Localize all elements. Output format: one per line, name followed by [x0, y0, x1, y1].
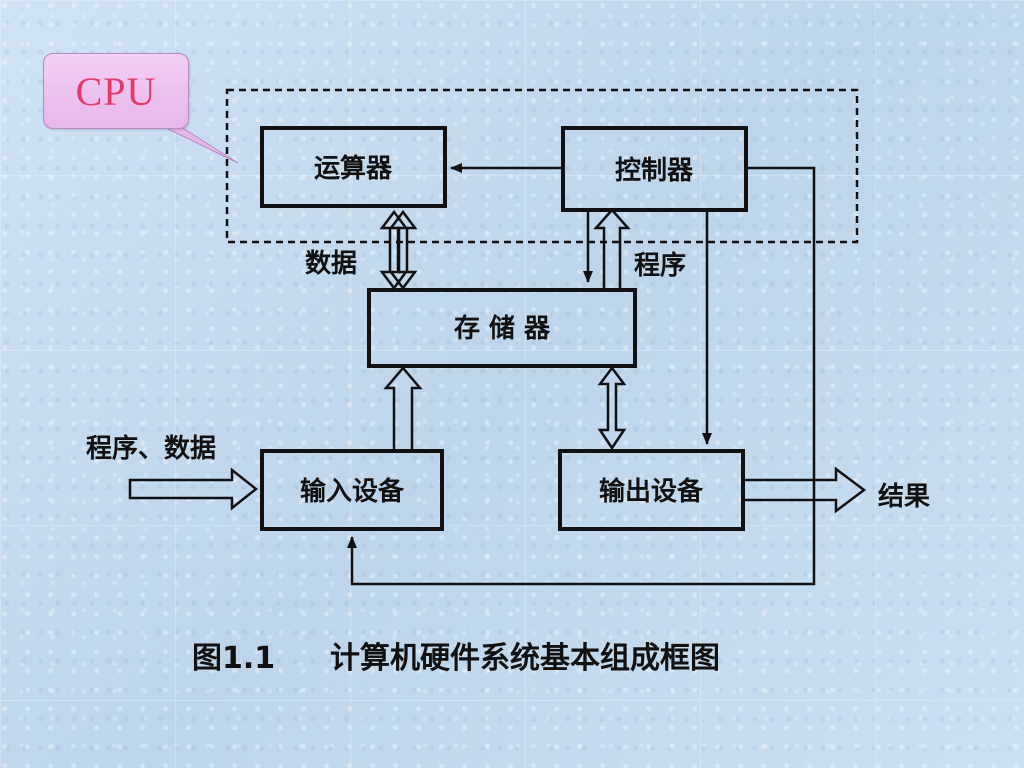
output-label: 输出设备 — [599, 476, 704, 507]
result-label: 结果 — [878, 482, 930, 512]
cpu-callout: CPU — [43, 53, 189, 129]
program-label: 程序 — [634, 250, 686, 281]
cpu-boundary — [225, 88, 859, 244]
external-input-arrow — [128, 467, 259, 511]
alu-box: 运算器 — [260, 126, 447, 208]
control-label: 控制器 — [615, 156, 694, 186]
input-label: 输入设备 — [300, 476, 405, 507]
cpu-callout-text: CPU — [75, 68, 157, 114]
memory-box: 存 储 器 — [367, 288, 637, 368]
result-output-arrow — [743, 466, 867, 514]
alu-memory-data-arrow-inner — [388, 209, 418, 291]
memory-label: 存 储 器 — [454, 313, 551, 344]
alu-memory-data-arrow — [379, 209, 409, 291]
input-box: 输入设备 — [260, 449, 444, 531]
figure-number: 图1.1 — [192, 641, 275, 676]
memory-to-control-program-arrow — [593, 208, 631, 290]
callout-pointer — [159, 124, 239, 164]
control-to-input-feedback-line — [347, 166, 816, 586]
control-box: 控制器 — [561, 126, 748, 212]
output-box: 输出设备 — [558, 449, 745, 531]
input-to-memory-arrow — [383, 366, 423, 451]
data-label: 数据 — [305, 249, 357, 279]
program-data-label: 程序、数据 — [86, 433, 216, 464]
alu-label: 运算器 — [314, 153, 393, 184]
memory-output-arrow — [597, 365, 627, 451]
figure-title: 计算机硬件系统基本组成框图 — [330, 641, 720, 676]
